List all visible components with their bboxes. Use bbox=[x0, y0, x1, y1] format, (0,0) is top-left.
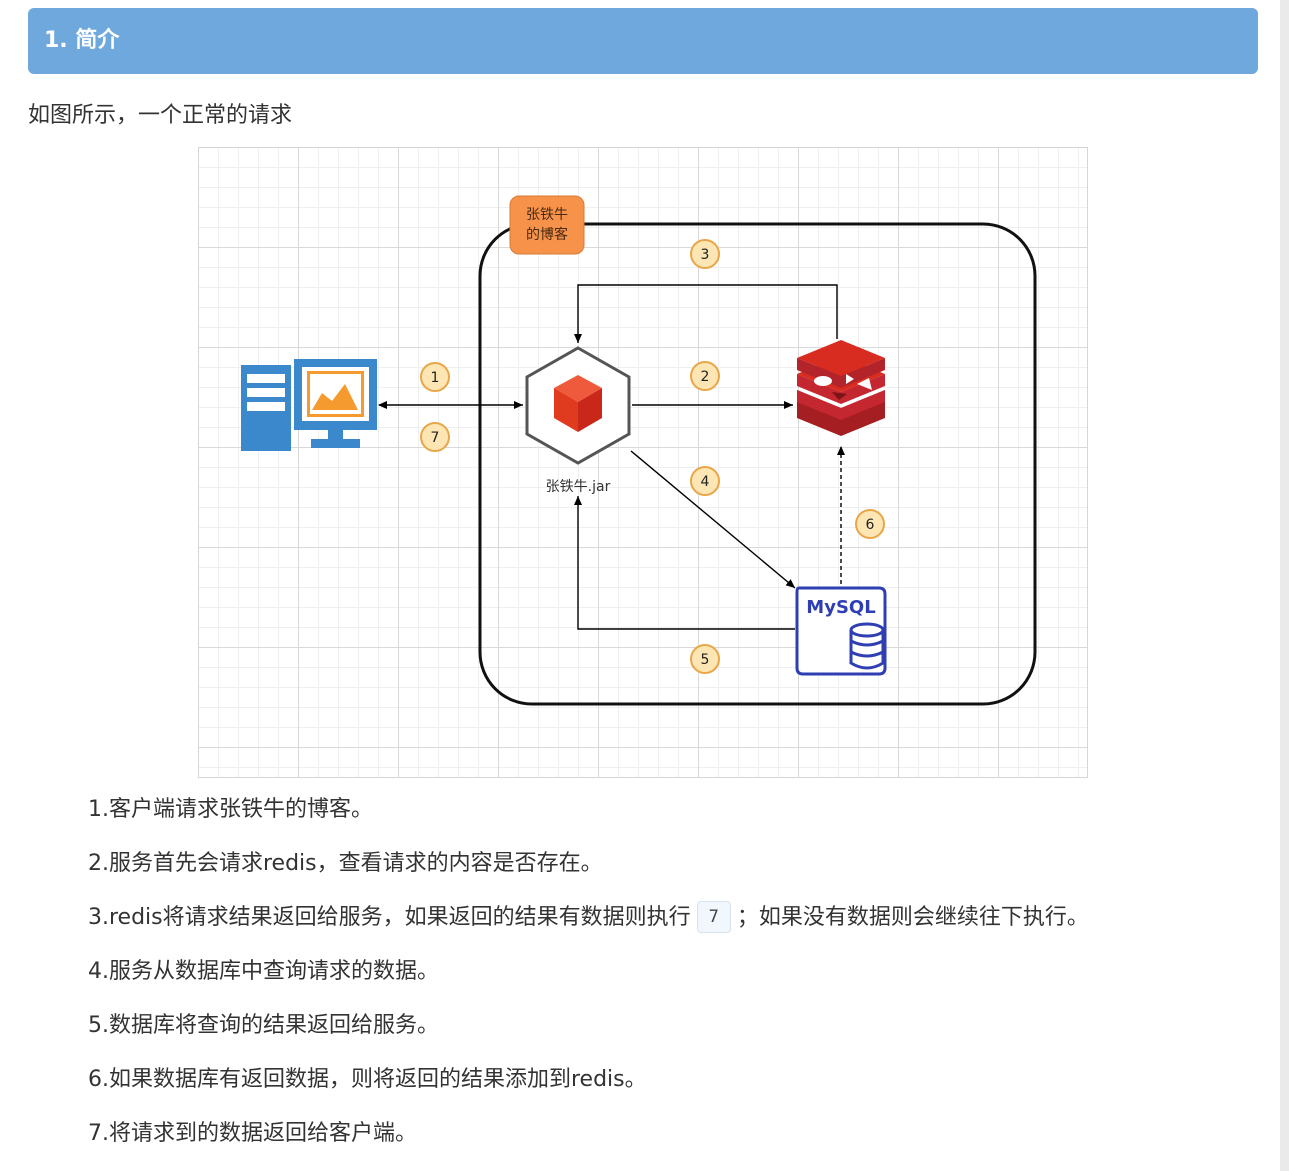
svg-text:4: 4 bbox=[701, 474, 710, 490]
svg-text:5: 5 bbox=[701, 652, 710, 668]
client-computer-icon bbox=[241, 359, 377, 451]
redis-app-connector bbox=[574, 284, 838, 343]
app-label: 张铁牛.jar bbox=[546, 479, 611, 495]
mysql-icon: MySQL bbox=[795, 586, 887, 676]
step-3-text-after: ；如果没有数据则会继续往下执行。 bbox=[736, 905, 1089, 930]
step-marker-2: 2 bbox=[690, 361, 720, 391]
section-heading: 1. 简介 bbox=[28, 8, 1258, 74]
app-mysql-connector bbox=[630, 450, 796, 589]
blog-badge: 张铁牛 的博客 bbox=[509, 195, 585, 255]
step-marker-4: 4 bbox=[690, 466, 720, 496]
redis-icon bbox=[797, 340, 885, 436]
svg-text:6: 6 bbox=[866, 517, 875, 533]
badge-line-1: 张铁牛 bbox=[526, 207, 568, 223]
step-item-2: 2.服务首先会请求redis，查看请求的内容是否存在。 bbox=[88, 851, 603, 876]
badge-line-2: 的博客 bbox=[526, 226, 568, 243]
step-3-text-before: 3.redis将请求结果返回给服务，如果返回的结果有数据则执行 bbox=[88, 905, 691, 930]
app-cube-icon bbox=[525, 346, 631, 465]
server-boundary bbox=[478, 222, 1037, 706]
db-label: MySQL bbox=[806, 597, 875, 618]
inline-code-step-ref: 7 bbox=[696, 901, 731, 933]
svg-text:1: 1 bbox=[431, 370, 440, 386]
step-item-5: 5.数据库将查询的结果返回给服务。 bbox=[88, 1013, 439, 1038]
step-list: 1.客户端请求张铁牛的博客。 2.服务首先会请求redis，查看请求的内容是否存… bbox=[88, 790, 1089, 1168]
step-item-1: 1.客户端请求张铁牛的博客。 bbox=[88, 797, 373, 822]
diagram-canvas: 张铁牛 的博客 bbox=[241, 195, 1037, 706]
step-marker-3: 3 bbox=[690, 239, 720, 269]
page-edge bbox=[1280, 0, 1289, 1171]
architecture-diagram: 张铁牛 的博客 bbox=[198, 147, 1088, 778]
svg-text:2: 2 bbox=[701, 369, 710, 385]
step-item-7: 7.将请求到的数据返回给客户端。 bbox=[88, 1121, 417, 1146]
step-marker-7: 7 bbox=[420, 422, 450, 452]
step-marker-6: 6 bbox=[855, 509, 885, 539]
intro-text: 如图所示，一个正常的请求 bbox=[28, 103, 293, 128]
svg-text:3: 3 bbox=[701, 247, 710, 263]
svg-text:7: 7 bbox=[431, 430, 440, 446]
step-item-4: 4.服务从数据库中查询请求的数据。 bbox=[88, 959, 439, 984]
step-marker-1: 1 bbox=[420, 362, 450, 392]
step-item-6: 6.如果数据库有返回数据，则将返回的结果添加到redis。 bbox=[88, 1067, 647, 1092]
connector-lines bbox=[378, 284, 845, 630]
mysql-app-connector bbox=[574, 496, 795, 630]
step-marker-5: 5 bbox=[690, 644, 720, 674]
